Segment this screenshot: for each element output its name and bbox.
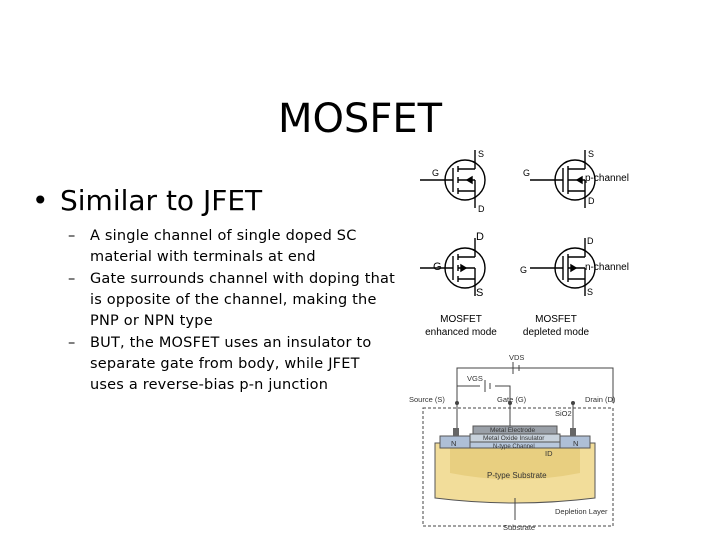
sub-bullet: –Gate surrounds channel with doping that… [68, 271, 395, 329]
terminal-label: D [587, 236, 594, 246]
terminal-label: D [478, 204, 485, 214]
substrate-label: Substrate [503, 523, 535, 532]
p-channel-label: p-channel [585, 173, 629, 184]
terminal-label: S [587, 287, 593, 297]
symbol-p-enhanced [420, 150, 486, 208]
sub-bullet: –BUT, the MOSFET uses an insulator to se… [68, 335, 372, 393]
terminal-label: D [476, 231, 484, 243]
caption-depleted: MOSFET depleted mode [522, 314, 590, 338]
terminal-label: D [588, 196, 595, 206]
sub-bullet: –A single channel of single doped SC mat… [68, 228, 357, 265]
symbol-n-depleted [530, 238, 596, 296]
main-bullet: • Similar to JFET [32, 184, 262, 217]
sio2-label: SiO2 [555, 409, 572, 418]
electrode-label: Metal Electrode [490, 427, 536, 434]
n-channel-label: n-channel [585, 262, 629, 273]
terminal-label: S [478, 149, 484, 159]
source-label: Source (S) [409, 395, 445, 404]
drain-label: Drain (D) [585, 395, 616, 404]
substrate-region-label: P-type Substrate [487, 471, 547, 480]
terminal-label: G [520, 265, 527, 275]
mosfet-cross-section: VDS VGS Source (S) Gate (G) Drain (D) Si… [405, 348, 630, 536]
symbol-p-depleted [530, 150, 596, 208]
terminal-label: G [432, 168, 439, 178]
id-label: ID [545, 449, 553, 458]
channel-label: N-type Channel [493, 444, 535, 450]
symbol-n-enhanced [420, 238, 486, 296]
terminal-label: G [433, 261, 442, 273]
terminal-label: G [523, 168, 530, 178]
caption-enhanced: MOSFET enhanced mode [425, 314, 497, 338]
n-right-label: N [573, 439, 578, 448]
mosfet-symbols: S G D S G D D G S D G S [420, 149, 596, 299]
main-bullet-text: Similar to JFET [60, 184, 263, 217]
vgs-label: VGS [467, 374, 483, 383]
oxide-label: Metal Oxide Insulator [483, 435, 545, 442]
n-left-label: N [451, 439, 456, 448]
slide-title: MOSFET [277, 96, 443, 142]
terminal-label: S [588, 149, 594, 159]
depletion-label: Depletion Layer [555, 507, 608, 516]
vds-label: VDS [509, 353, 524, 362]
terminal-label: S [476, 287, 483, 299]
gate-label: Gate (G) [497, 395, 527, 404]
sub-bullet-list: –A single channel of single doped SC mat… [68, 226, 398, 397]
bullet-dot: • [32, 184, 49, 217]
